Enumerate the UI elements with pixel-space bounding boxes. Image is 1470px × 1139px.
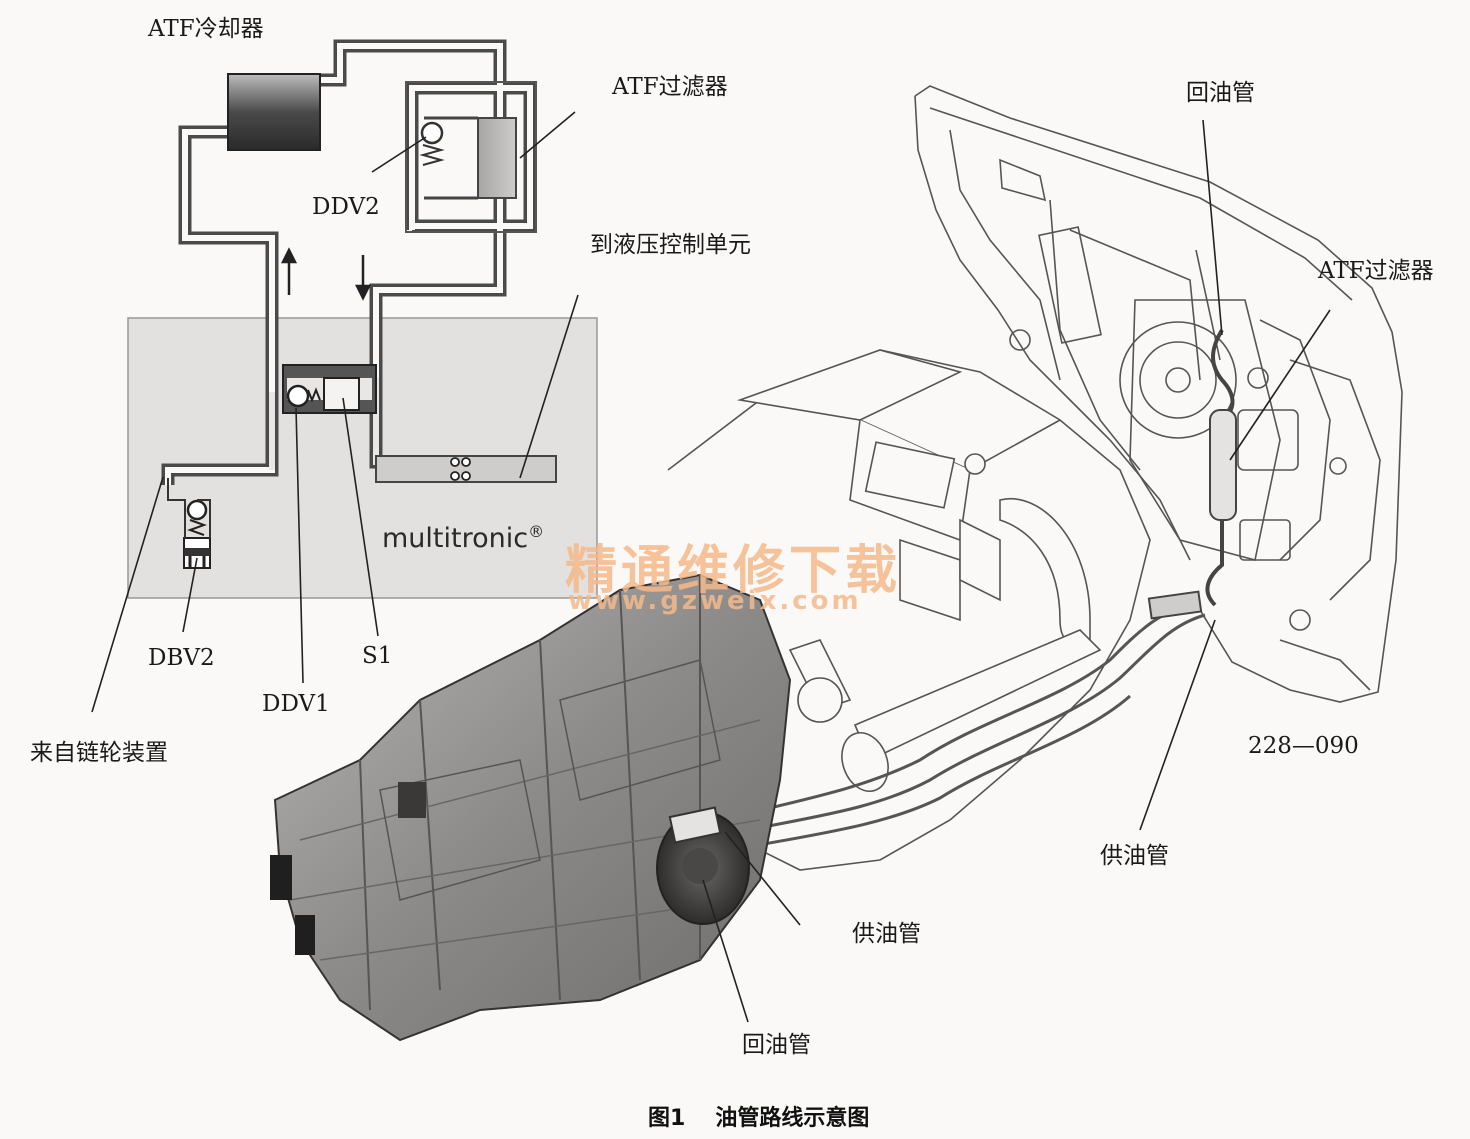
label-dbv2: DBV2 [148,645,215,671]
vehicle-atf-filter [1205,328,1237,607]
label-supply-pipe-center: 供油管 [852,921,921,947]
label-from-sprocket: 来自链轮装置 [30,740,168,766]
multitronic-text: multitronic [382,523,529,554]
label-multitronic: multitronic® [382,522,544,554]
figure-caption: 图1 油管路线示意图 [648,1100,869,1132]
label-s1: S1 [362,643,393,669]
label-atf-filter-left: ATF过滤器 [612,74,728,100]
label-return-pipe-top: 回油管 [1186,80,1255,106]
s1-spool [323,377,360,411]
engine-drawing [667,349,1151,871]
label-atf-cooler: ATF冷却器 [148,16,264,42]
label-part-code: 228—090 [1248,733,1359,759]
flow-arrow-up-icon [280,247,298,295]
label-ddv1: DDV1 [262,691,330,717]
label-supply-pipe-right: 供油管 [1100,843,1169,869]
dbv2-valve-icon [167,478,211,569]
atf-cooler [227,73,321,151]
vehicle-leader-lines [702,119,1331,1023]
label-atf-filter-right: ATF过滤器 [1318,258,1434,284]
watermark-url: www.gzweix.com [568,586,862,616]
multitronic-gearbox-drawing [270,573,792,1042]
registered-mark: ® [528,522,545,541]
label-to-hydraulic-unit: 到液压控制单元 [590,232,751,258]
oil-pipes-vehicle [719,590,1206,854]
label-return-pipe-bottom: 回油管 [742,1032,811,1058]
hydraulic-schematic [91,39,598,713]
filter-housing-box [405,81,537,233]
atf-filter-element [477,117,517,199]
ddv2-valve-icon [419,121,445,166]
figure-number: 图1 [648,1106,686,1131]
label-ddv2: DDV2 [312,194,380,220]
figure-title: 油管路线示意图 [715,1106,870,1131]
radiator-support-drawing [914,85,1403,703]
watermark-name: 精通维修下载 [565,541,902,601]
flow-arrow-down-icon [354,255,372,301]
schematic-leader-lines [91,111,579,713]
ddv1-valve-icon [286,384,321,408]
